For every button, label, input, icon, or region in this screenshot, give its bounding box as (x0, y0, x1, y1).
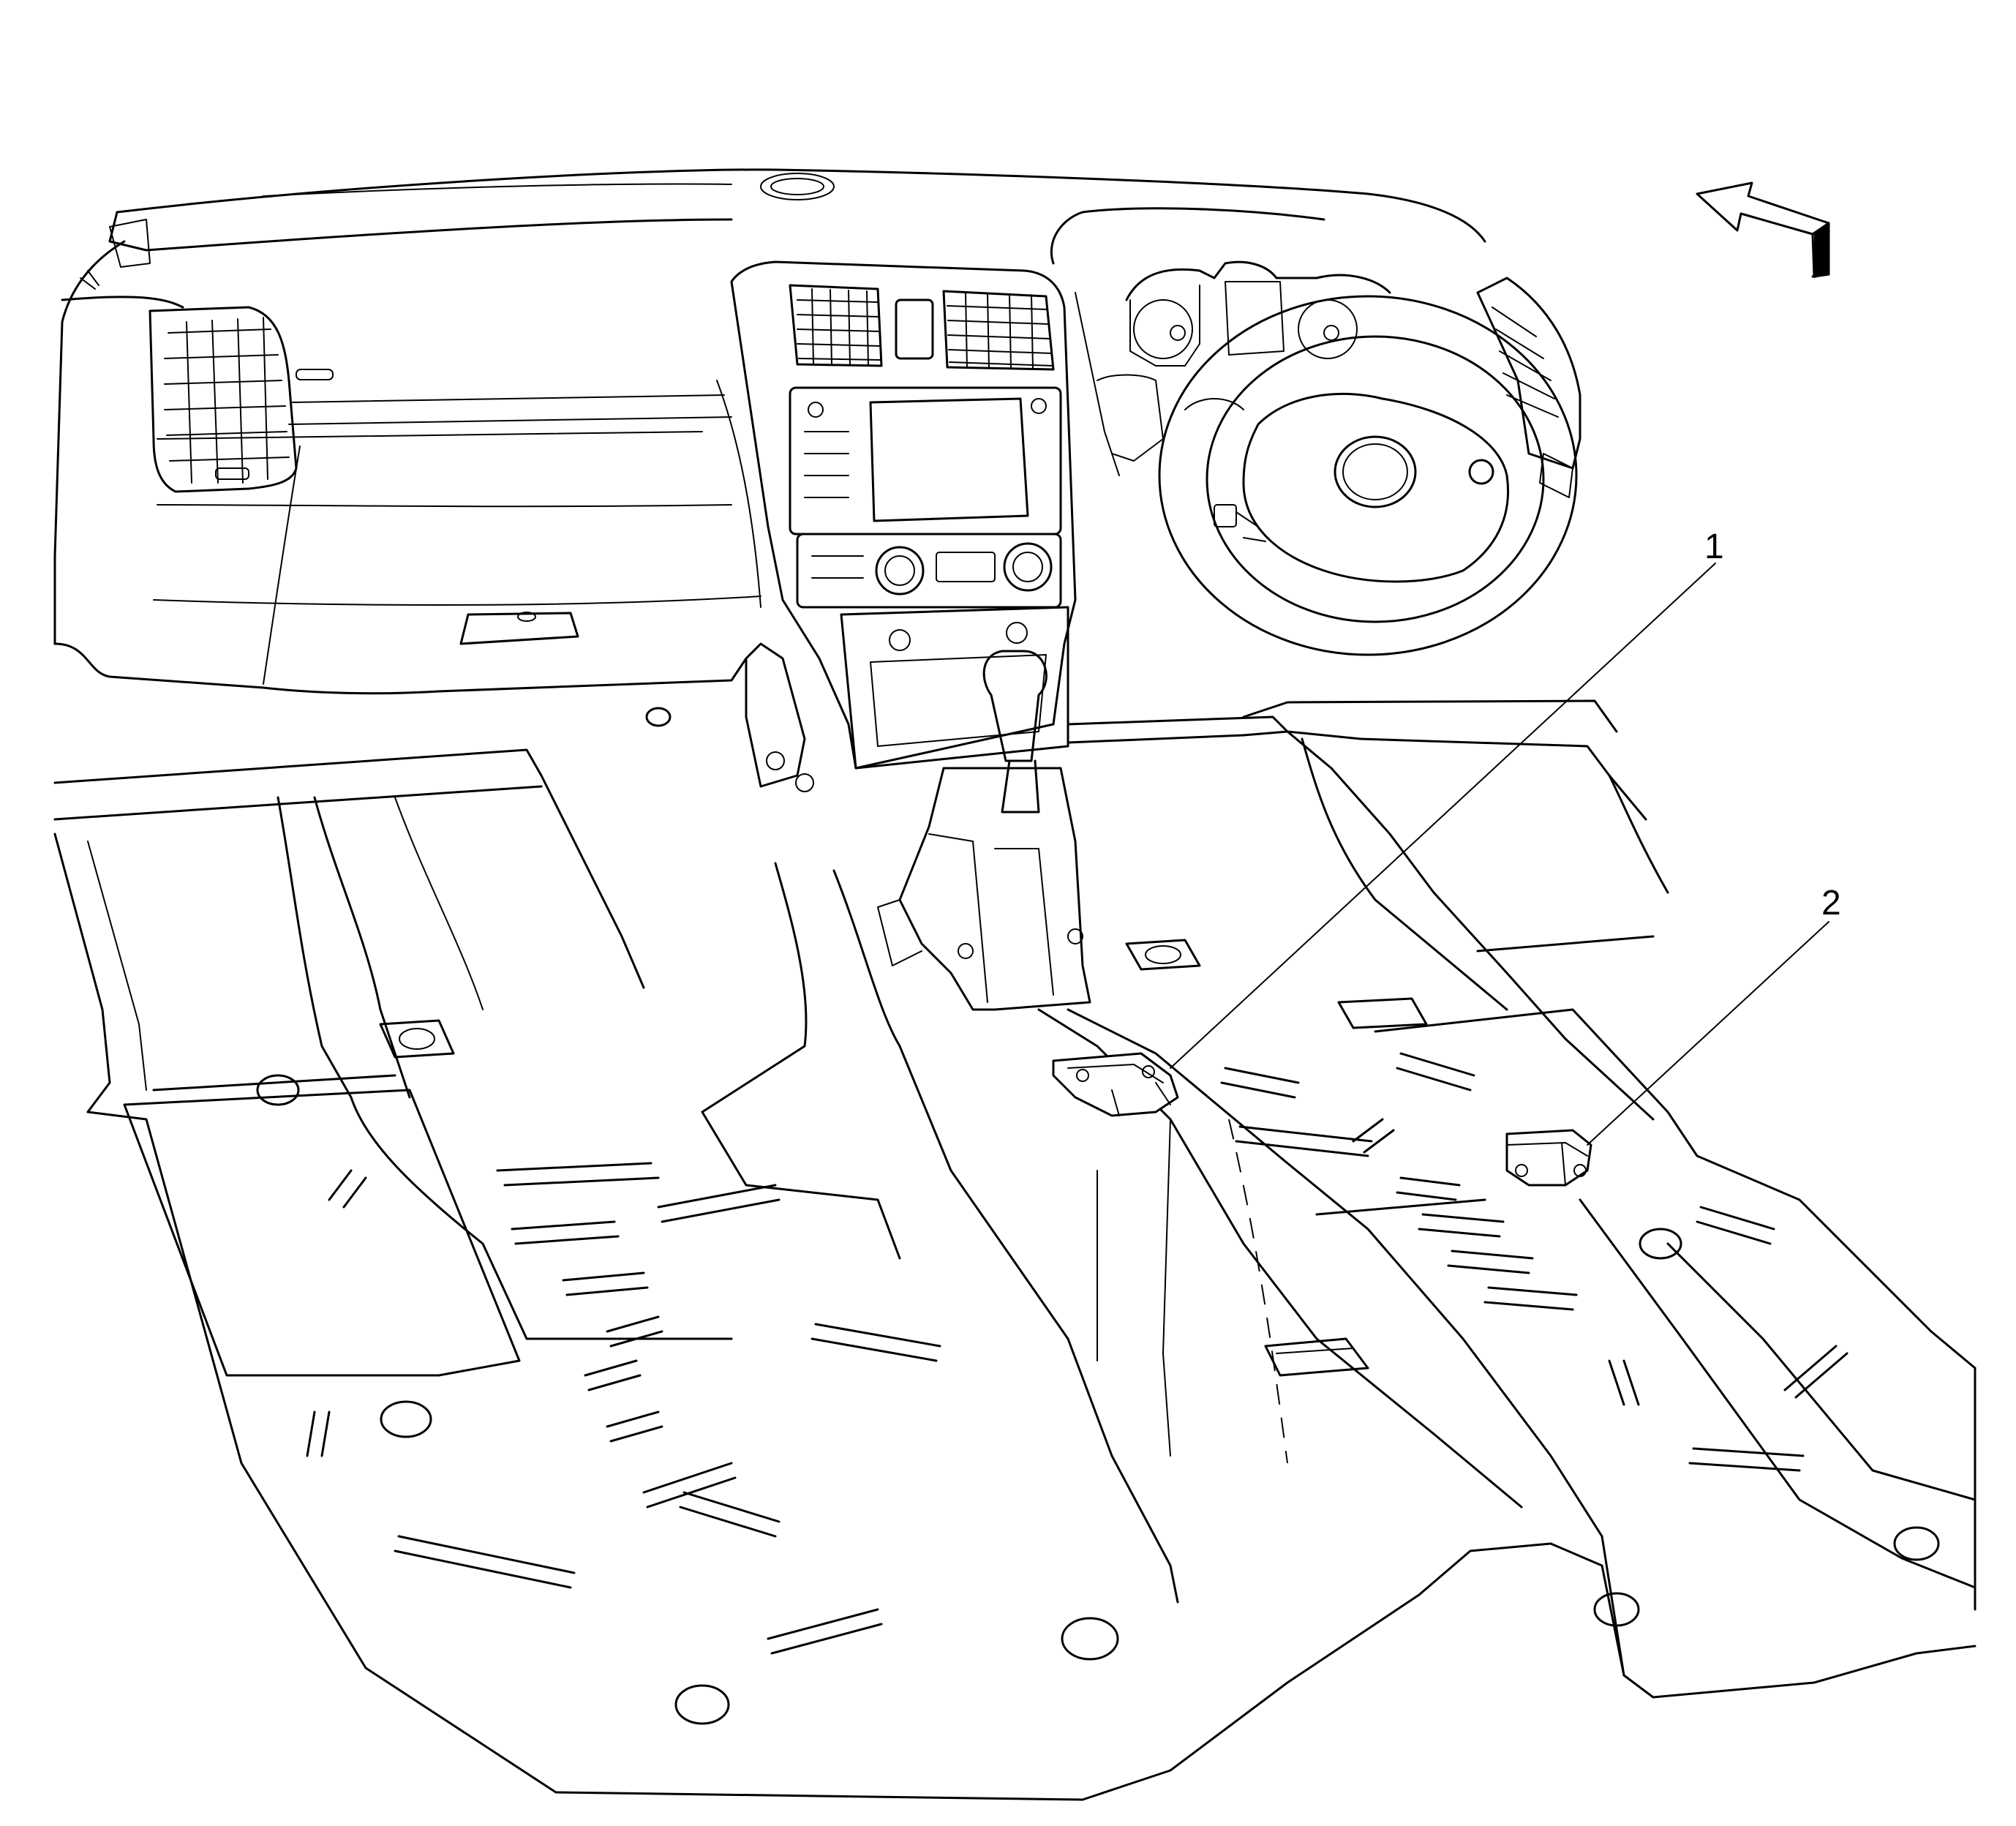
glovebox-handle (459, 612, 579, 645)
module-2 (1505, 1129, 1592, 1187)
center-air-vents (789, 284, 1055, 371)
callout-1-leader (1170, 563, 1716, 1069)
shifter-console-base (877, 767, 1091, 1011)
center-display-screen (789, 386, 1062, 536)
instrument-panel (53, 168, 1486, 695)
forward-direction-arrow-icon (1696, 181, 1830, 278)
callout-2-label: 2 (1821, 884, 1841, 923)
module-1 (1052, 1052, 1179, 1117)
gear-shifter (982, 650, 1048, 814)
steering-wheel (1158, 295, 1578, 656)
climate-control-panel (796, 533, 1062, 609)
left-air-vent (148, 306, 298, 493)
right-air-vent (1476, 277, 1581, 498)
instrument-cluster (1125, 260, 1391, 367)
callout-2-leader (1587, 921, 1829, 1146)
callout-1-label: 1 (1704, 527, 1724, 566)
callout-leaders (1170, 563, 1829, 1146)
floor-pan (53, 699, 1976, 1801)
console-storage-bin (840, 606, 1069, 770)
floor-embossed-slots (306, 1052, 1848, 1655)
center-stack (730, 260, 1077, 792)
